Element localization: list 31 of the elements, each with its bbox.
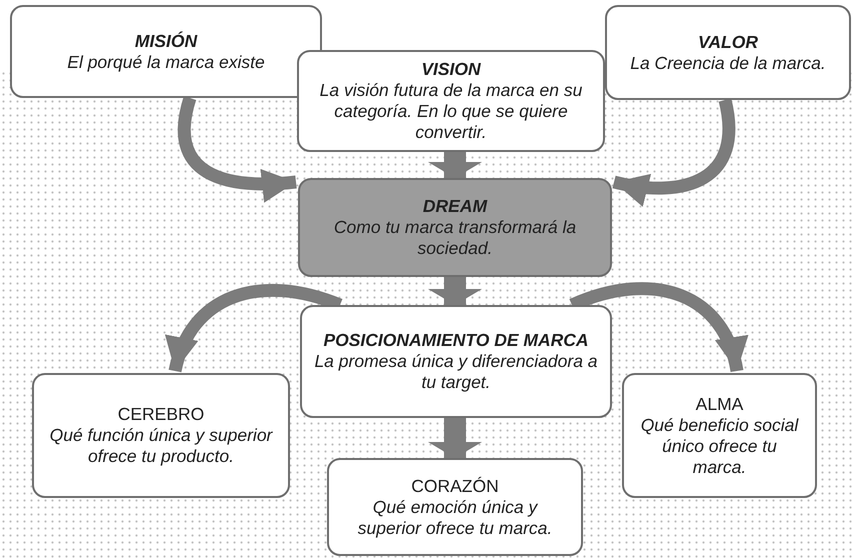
arrow (428, 152, 482, 178)
box-title: VISION (421, 59, 481, 80)
text-box (297, 50, 605, 152)
box-title: ALMA (696, 394, 744, 414)
text-box (327, 458, 583, 556)
box-description: Qué función única y superior ofrece tu producto. (48, 425, 274, 467)
box-description: Como tu marca transformará la sociedad. (332, 217, 578, 259)
box-title: CEREBRO (118, 404, 204, 425)
box-description: Qué emoción única y superior ofrece tu marca. (356, 496, 554, 538)
text-box (605, 5, 851, 100)
arrow (168, 284, 342, 373)
text-box (300, 305, 612, 418)
arrow (570, 282, 746, 372)
box-title: DREAM (422, 196, 488, 217)
arrow (428, 277, 482, 305)
box-description: La promesa única y diferenciadora a tu target. (313, 351, 599, 393)
text-box (10, 5, 322, 98)
text-box (622, 373, 817, 498)
arrow (612, 98, 736, 206)
box-description: La visión futura de la marca en su categoría. En lo que se quiere convertir. (318, 80, 584, 143)
box-title: MISIÓN (134, 30, 198, 52)
box-description: La Creencia de la marca. (630, 52, 826, 74)
arrow (428, 418, 482, 458)
box-title: VALOR (698, 32, 758, 52)
text-box (32, 373, 290, 498)
box-description: El porqué la marca existe (67, 52, 265, 72)
box-title: POSICIONAMIENTO DE MARCA (323, 330, 589, 351)
box-title: CORAZÓN (411, 476, 499, 496)
arrow (178, 96, 297, 202)
box-description: Qué beneficio social único ofrece tu marca. (640, 414, 800, 478)
text-box (298, 178, 612, 277)
